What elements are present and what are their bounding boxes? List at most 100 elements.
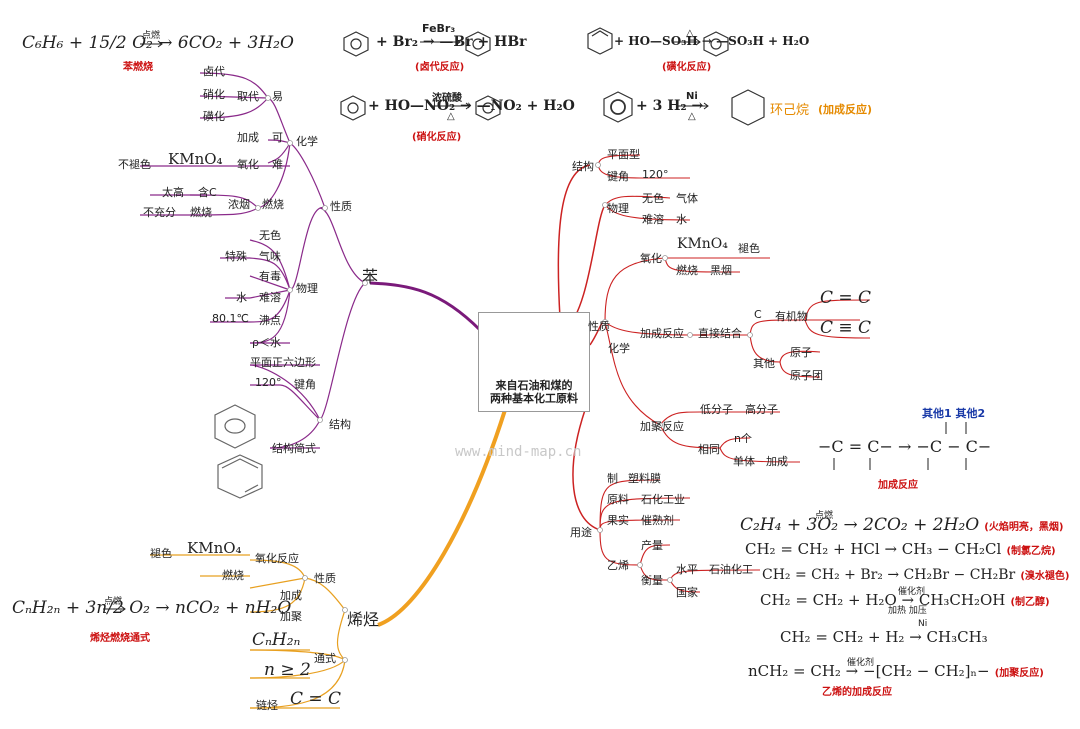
alkene-fade: 褪色 [150, 547, 172, 560]
nitration-cond2: △ [447, 111, 455, 122]
benzene-burn2: 燃烧 [190, 206, 212, 219]
eth-same: 相同 [698, 443, 720, 456]
eth-measure: 衡量 [641, 574, 663, 587]
nitration-eq: + HO—NO₂ → —NO₂ + H₂O [368, 98, 575, 114]
eth-addition[interactable]: 加成反应 [640, 327, 684, 340]
eth-c: C [754, 308, 762, 321]
alkene-combustion-eq: CₙH₂ₙ + 3n/2 O₂ → nCO₂ + nH₂O [12, 598, 292, 618]
benzene-burn[interactable]: 燃烧 [262, 198, 284, 211]
benzene-props[interactable]: 性质 [330, 200, 352, 213]
nitration-label: (硝化反应) [412, 132, 462, 143]
scheme-other-labels: 其他1 其他2 [922, 407, 986, 420]
alkene-cnh2n: CₙH₂ₙ [252, 630, 301, 650]
benzene-smell: 气味 [259, 250, 281, 263]
benzene-addition[interactable]: 加成 [237, 131, 259, 144]
benzene-c-content: 含C [198, 186, 217, 199]
benzene-combustion-eq: C₆H₆ + 15/2 O₂ → 6CO₂ + 3H₂O [22, 33, 294, 53]
eth-fruit: 果实 [607, 514, 629, 527]
eth-poly[interactable]: 加聚反应 [640, 420, 684, 433]
benzene-density: ρ＜水 [252, 336, 281, 349]
eth-fade: 褪色 [738, 242, 760, 255]
eth-ripen: 催熟剂 [641, 514, 674, 527]
eth-organic: 有机物 [775, 310, 808, 323]
benzene-combustion-cond: 点燃 [142, 31, 161, 41]
eth-raw: 原料 [607, 493, 629, 506]
eth-colorless: 无色 [642, 192, 664, 205]
alkene-addition[interactable]: 加成 [280, 589, 302, 602]
eq-br2: CH₂ = CH₂ + Br₂ → CH₂Br − CH₂Br (溴水褪色) [762, 567, 1070, 583]
benzene-chem[interactable]: 化学 [296, 135, 318, 148]
hydrogenation-cond: Ni [686, 91, 698, 102]
center-title: 来自石油和煤的两种基本化工原料 [490, 379, 578, 405]
eth-output: 产量 [641, 539, 663, 552]
eq-h2-cond: Ni [918, 619, 928, 629]
alkene-topic[interactable]: 烯烃 [347, 610, 380, 629]
eq-h2o-cond: 催化剂 [898, 587, 926, 597]
watermark: www.mind-map.cn [455, 444, 582, 460]
hydrogenation-cond2: △ [688, 111, 696, 122]
benzene-incomplete: 不充分 [143, 206, 176, 219]
eth-other: 其他 [753, 357, 775, 370]
center-topic[interactable]: 来自石油和煤的两种基本化工原料 [478, 312, 590, 412]
benzene-topic[interactable]: 苯 [362, 267, 379, 286]
eth-level: 水平 [676, 563, 698, 576]
eth-phys[interactable]: 物理 [607, 202, 629, 215]
eth-monomer: 单体 [733, 455, 755, 468]
eth-water: 水 [676, 213, 687, 226]
sulfonation-eq: + HO—SO₃H → —SO₃H + H₂O [614, 34, 810, 48]
eth-atom: 原子 [790, 346, 812, 359]
alkene-props[interactable]: 性质 [314, 572, 336, 585]
benzene-subst[interactable]: 取代 [237, 90, 259, 103]
alkene-chain: 链烃 [256, 699, 278, 712]
benzene-oxidation[interactable]: 氧化 [237, 158, 259, 171]
eth-make: 制 [607, 472, 618, 485]
eth-nation: 国家 [676, 586, 698, 599]
scheme-label: 加成反应 [878, 480, 918, 491]
eth-cdc: C = C [820, 288, 872, 308]
benzene-kmno4: KMnO₄ [168, 150, 223, 168]
benzene-special: 特殊 [225, 250, 247, 263]
eth-props[interactable]: 性质 [588, 320, 610, 333]
benzene-hexagon: 平面正六边形 [250, 356, 316, 369]
alkene-combustion-label: 烯烃燃烧通式 [90, 633, 150, 644]
benzene-sulfo[interactable]: 磺化 [203, 110, 225, 123]
eth-planar: 平面型 [607, 148, 640, 161]
benzene-halo[interactable]: 卤代 [203, 65, 225, 78]
eth-oxidation[interactable]: 氧化 [640, 252, 662, 265]
eth-ethylene: 乙烯 [607, 559, 629, 572]
alkene-oxidation[interactable]: 氧化反应 [255, 552, 299, 565]
eth-smoke: 黑烟 [710, 264, 732, 277]
eq-poly-cond: 催化剂 [847, 658, 875, 668]
halogenation-cond: FeBr₃ [422, 22, 456, 35]
benzene-phys[interactable]: 物理 [296, 282, 318, 295]
hydrogenation-label: (加成反应) [818, 103, 873, 116]
eth-chem[interactable]: 化学 [608, 342, 630, 355]
eth-ctc: C ≡ C [820, 318, 872, 338]
alkene-combustion-cond: 点燃 [104, 597, 123, 607]
eq-combustion-cond: 点燃 [815, 511, 834, 521]
benzene-toxic: 有毒 [259, 270, 281, 283]
benzene-bp: 沸点 [259, 314, 281, 327]
benzene-bp-val: 80.1℃ [212, 312, 249, 325]
halogenation-eq: + Br₂ → —Br + HBr [376, 34, 527, 50]
alkene-burn: 燃烧 [222, 569, 244, 582]
benzene-nofade: 不褪色 [118, 158, 151, 171]
benzene-simple: 结构简式 [272, 442, 316, 455]
halogenation-label: (卤代反应) [415, 62, 465, 73]
eth-burn: 燃烧 [676, 264, 698, 277]
alkene-general[interactable]: 通式 [314, 652, 336, 665]
eth-bond-angle: 键角 [607, 170, 629, 183]
eth-angle: 120° [642, 168, 669, 181]
benzene-can: 可 [272, 131, 283, 144]
benzene-structure[interactable]: 结构 [329, 418, 351, 431]
benzene-nitro[interactable]: 硝化 [203, 88, 225, 101]
benzene-easy: 易 [272, 90, 283, 103]
alkene-polymer[interactable]: 加聚 [280, 610, 302, 623]
eth-kmno4: KMnO₄ [677, 236, 728, 252]
eq-hcl: CH₂ = CH₂ + HCl → CH₃ − CH₂Cl (制氯乙烷) [745, 540, 1056, 558]
alkene-cc: C = C [290, 689, 342, 709]
eth-insoluble: 难溶 [642, 213, 664, 226]
eth-structure[interactable]: 结构 [572, 160, 594, 173]
eth-uses[interactable]: 用途 [570, 526, 592, 539]
benzene-thick: 浓烟 [228, 198, 250, 211]
